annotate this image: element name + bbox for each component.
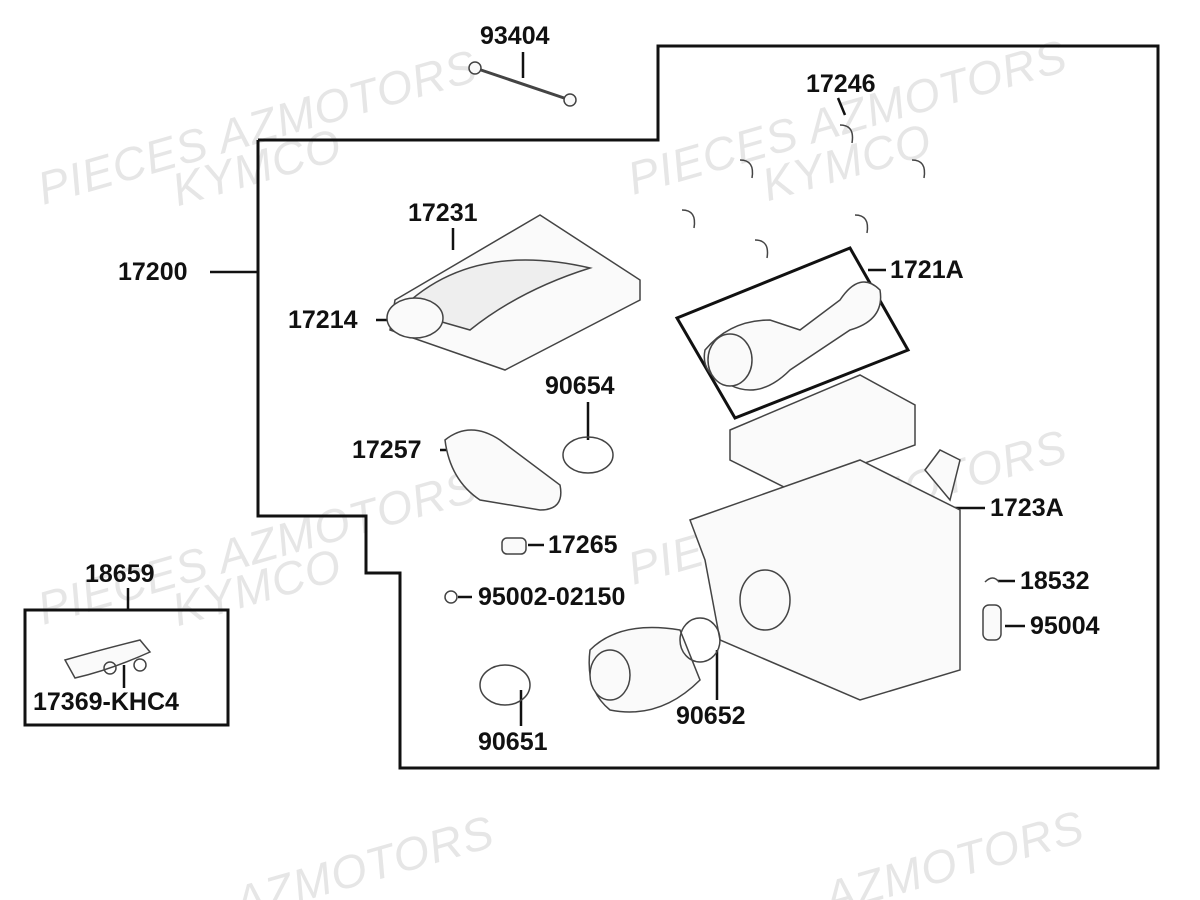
- part-17265: [501, 537, 527, 555]
- assembly-outline: [256, 44, 1160, 770]
- part-93404-rod: [474, 66, 571, 102]
- part-17246-clip: [854, 214, 869, 234]
- part-17257-duct: [444, 429, 562, 511]
- part-18659-hose: [63, 639, 152, 679]
- part-label-1721A: 1721A: [890, 256, 964, 284]
- leader-lines: [122, 52, 1025, 726]
- part-95004: [982, 604, 1002, 641]
- kit-box-1721A: [674, 246, 911, 420]
- part-label-17214: 17214: [288, 306, 358, 334]
- part-label-90654: 90654: [545, 372, 615, 400]
- part-17246-clip: [911, 159, 926, 179]
- part-label-17257: 17257: [352, 436, 422, 464]
- part-90652-clamp: [679, 617, 721, 663]
- part-17201-tray: [729, 374, 916, 491]
- part-label-90652: 90652: [676, 702, 746, 730]
- part-label-17369-khc4: 17369-KHC4: [33, 688, 179, 716]
- part-label-17265: 17265: [548, 531, 618, 559]
- part-93404-bolt: [468, 61, 482, 75]
- part-label-95002-02150: 95002-02150: [478, 583, 626, 611]
- part-17369-clip: [103, 661, 117, 675]
- part-95002-02150: [444, 590, 458, 604]
- part-label-93404: 93404: [480, 22, 550, 50]
- part-90651-clamp: [479, 664, 531, 706]
- part-90654-clamp: [562, 436, 614, 474]
- kit-box-18659: [23, 608, 230, 727]
- part-17214-seal: [386, 297, 444, 339]
- part-label-1723A: 1723A: [990, 494, 1064, 522]
- part-17246-clip: [839, 124, 854, 144]
- part-label-90651: 90651: [478, 728, 548, 756]
- part-label-17200: 17200: [118, 258, 188, 286]
- part-18532: [984, 577, 1000, 583]
- part-17246-clip: [754, 239, 769, 259]
- part-label-18659: 18659: [85, 560, 155, 588]
- part-label-17231: 17231: [408, 199, 478, 227]
- part-17246-clip: [681, 209, 696, 229]
- part-17246-clip: [739, 159, 754, 179]
- part-1723A-case: [689, 459, 961, 701]
- part-93404-bolt: [563, 93, 577, 107]
- part-17369-clip: [133, 658, 147, 672]
- part-label-95004: 95004: [1030, 612, 1100, 640]
- part-label-17246: 17246: [806, 70, 876, 98]
- part-label-18532: 18532: [1020, 567, 1090, 595]
